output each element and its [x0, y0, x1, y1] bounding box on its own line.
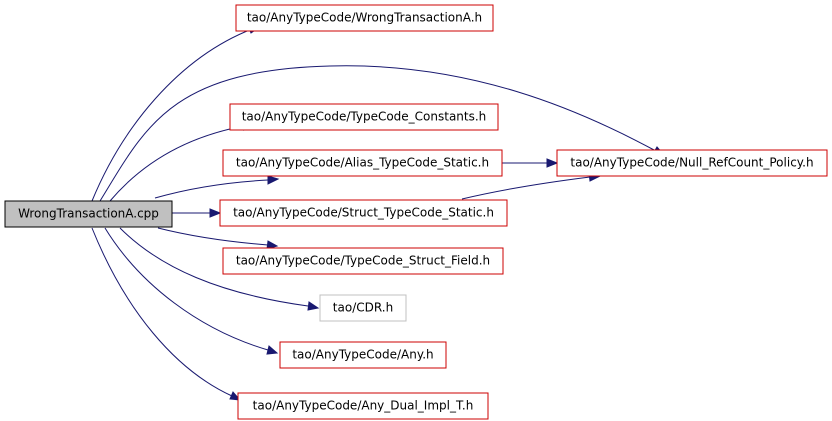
node-label: tao/AnyTypeCode/Alias_TypeCode_Static.h: [236, 156, 489, 170]
edge-root-to-any-dual-impl-t-h: [91, 227, 233, 397]
node-root-wrongtransactiona-cpp[interactable]: WrongTransactionA.cpp: [4, 200, 173, 228]
nodes: WrongTransactionA.cpp tao/AnyTypeCode/Wr…: [4, 4, 828, 420]
arrowhead-struct-typecode-static-h: [209, 208, 222, 218]
node-label: tao/AnyTypeCode/WrongTransactionA.h: [247, 11, 482, 25]
node-any-dual-impl-t-h[interactable]: tao/AnyTypeCode/Any_Dual_Impl_T.h: [237, 392, 489, 420]
edge-root-to-any-h: [104, 227, 269, 351]
node-typecode-constants-h[interactable]: tao/AnyTypeCode/TypeCode_Constants.h: [229, 103, 499, 131]
node-label: tao/AnyTypeCode/TypeCode_Constants.h: [242, 110, 487, 124]
node-struct-typecode-static-h[interactable]: tao/AnyTypeCode/Struct_TypeCode_Static.h: [219, 199, 508, 227]
node-label: tao/CDR.h: [333, 301, 393, 315]
edge-struct-to-null-refcount-policy-h: [461, 176, 591, 200]
edge-root-to-null-refcount-policy-h: [99, 65, 657, 202]
node-typecode-struct-field-h[interactable]: tao/AnyTypeCode/TypeCode_Struct_Field.h: [222, 247, 504, 275]
arrowhead-cdr-h: [307, 301, 320, 311]
edge-root-to-typecode-struct-field-h: [157, 227, 269, 246]
edge-root-to-alias-typecode-static-h: [154, 179, 269, 199]
node-null-refcount-policy-h[interactable]: tao/AnyTypeCode/Null_RefCount_Policy.h: [556, 149, 828, 177]
node-cdr-h[interactable]: tao/CDR.h: [319, 294, 407, 322]
arrowhead-null-refcount-policy-h-from-alias: [546, 158, 559, 168]
node-alias-typecode-static-h[interactable]: tao/AnyTypeCode/Alias_TypeCode_Static.h: [222, 149, 503, 177]
node-label: tao/AnyTypeCode/TypeCode_Struct_Field.h: [236, 254, 490, 268]
node-label: tao/AnyTypeCode/Null_RefCount_Policy.h: [570, 156, 813, 170]
node-label: tao/AnyTypeCode/Struct_TypeCode_Static.h: [233, 206, 494, 220]
node-any-h[interactable]: tao/AnyTypeCode/Any.h: [279, 341, 447, 369]
edge-root-to-cdr-h: [119, 227, 309, 307]
edge-root-to-typecode-constants-h: [109, 125, 245, 202]
node-label: tao/AnyTypeCode/Any.h: [292, 348, 433, 362]
edge-root-to-wrongtransaction-h: [91, 28, 253, 202]
arrowhead-alias-typecode-static-h: [267, 175, 280, 185]
arrowhead-any-h: [266, 345, 279, 355]
node-label: WrongTransactionA.cpp: [18, 207, 159, 221]
node-wrongtransactiona-h[interactable]: tao/AnyTypeCode/WrongTransactionA.h: [235, 4, 494, 32]
node-label: tao/AnyTypeCode/Any_Dual_Impl_T.h: [253, 399, 474, 413]
